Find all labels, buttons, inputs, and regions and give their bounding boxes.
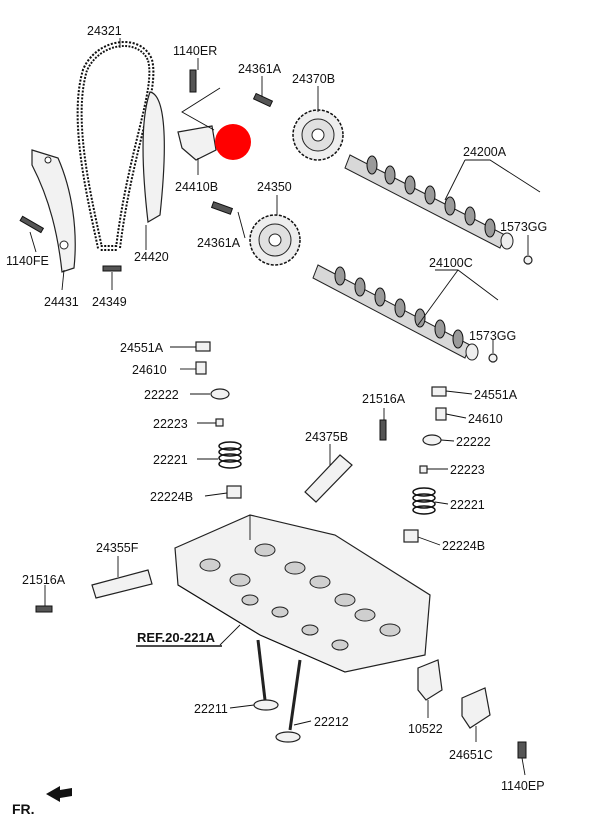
oil-control-valve-24375B: [304, 454, 353, 503]
bolt-24361A-mid: [210, 201, 234, 215]
label-24361A-top: 24361A: [238, 62, 282, 76]
label-24100C: 24100C: [429, 256, 473, 270]
label-22224B-left: 22224B: [150, 490, 193, 504]
cotter-22223-right: [419, 465, 428, 474]
label-10522: 10522: [408, 722, 443, 736]
label-1573GG-top: 1573GG: [500, 220, 547, 234]
camshaft-exhaust-24200A: [344, 154, 514, 250]
label-24420: 24420: [134, 250, 169, 264]
label-24610-left: 24610: [132, 363, 167, 377]
cam-sprocket-24350: [249, 214, 301, 266]
label-22222-left: 22222: [144, 388, 179, 402]
label-21516A-left: 21516A: [22, 573, 66, 587]
label-24350: 24350: [257, 180, 292, 194]
label-24410B: 24410B: [175, 180, 218, 194]
label-22224B-right: 22224B: [442, 539, 485, 553]
label-22223-left: 22223: [153, 417, 188, 431]
label-24551A-left: 24551A: [120, 341, 164, 355]
label-24610-right: 24610: [468, 412, 503, 426]
label-24431: 24431: [44, 295, 79, 309]
label-22221-right: 22221: [450, 498, 485, 512]
front-arrow-icon: [46, 786, 72, 802]
label-22222-right: 22222: [456, 435, 491, 449]
spring-22221-left: [218, 441, 242, 469]
label-22221-left: 22221: [153, 453, 188, 467]
seal-22224B-left: [226, 485, 242, 499]
label-24361A-mid: 24361A: [197, 236, 241, 250]
label-22223-right: 22223: [450, 463, 485, 477]
label-1140ER: 1140ER: [173, 44, 217, 58]
camshaft-intake-24100C: [312, 264, 479, 361]
label-24551A-right: 24551A: [474, 388, 518, 402]
retainer-22222-left: [210, 388, 230, 400]
cam-sprocket-24370B: [292, 109, 344, 161]
label-21516A-top: 21516A: [362, 392, 406, 406]
label-24355F: 24355F: [96, 541, 139, 555]
oil-control-valve-24355F: [91, 569, 153, 599]
label-24349: 24349: [92, 295, 127, 309]
label-24200A: 24200A: [463, 145, 507, 159]
seal-22224B-right: [403, 529, 419, 543]
bolt-1140EP: [517, 741, 527, 759]
plug-1573GG-mid: [488, 353, 498, 363]
label-1140FE: 1140FE: [6, 254, 49, 268]
label-24651C: 24651C: [449, 748, 493, 762]
valve-22211: [253, 639, 279, 711]
cotter-22223-left: [215, 418, 224, 427]
label-ref-20-221A: REF.20-221A: [137, 630, 216, 645]
tappet-24610-left: [195, 361, 207, 375]
chain-guide-24420: [142, 91, 165, 223]
label-22212: 22212: [314, 715, 349, 729]
bolt-1140FE: [19, 215, 45, 234]
bolt-24349: [102, 265, 122, 272]
label-front: FR.: [12, 801, 35, 817]
label-1573GG-mid: 1573GG: [469, 329, 516, 343]
bolt-21516A-top: [379, 419, 387, 441]
label-24375B: 24375B: [305, 430, 348, 444]
spring-22221-right: [412, 487, 436, 515]
part-labels: 24321 1140ER 24361A 24370B 24410B 24200A…: [6, 24, 547, 817]
timing-chain: [76, 41, 155, 251]
retainer-22222-right: [422, 434, 442, 446]
lash-adjuster-24551A-left: [195, 341, 211, 352]
plug-1573GG-top: [523, 255, 533, 265]
tappet-24610-right: [435, 407, 447, 421]
label-24321: 24321: [87, 24, 122, 38]
bolt-21516A-left: [35, 605, 53, 613]
label-24370B: 24370B: [292, 72, 335, 86]
leader-lines: [29, 38, 541, 776]
label-1140EP: 1140EP: [501, 779, 545, 793]
cylinder-head: [174, 514, 431, 673]
bolt-1140ER: [189, 69, 197, 93]
label-22211: 22211: [194, 702, 228, 716]
bracket-10522: [417, 659, 443, 701]
bracket-24410B: [177, 125, 217, 161]
bolt-24361A-top: [252, 92, 274, 108]
valve-22212: [275, 659, 302, 743]
highlight-marker: [215, 124, 251, 160]
lash-adjuster-24551A-right: [431, 386, 447, 397]
bracket-24651C: [461, 687, 491, 729]
